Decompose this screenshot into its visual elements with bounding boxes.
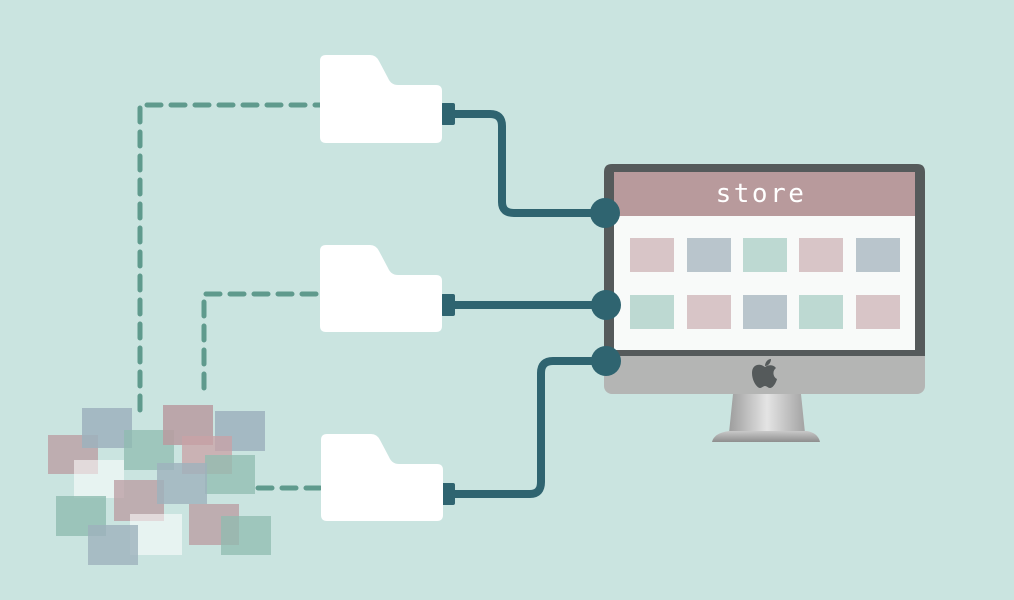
connectors <box>441 110 604 498</box>
apple-logo-icon <box>752 359 777 388</box>
product-tile <box>743 238 787 272</box>
dashed-links <box>137 102 323 491</box>
product-tile <box>743 295 787 329</box>
product-tile <box>687 295 731 329</box>
connector-top <box>441 110 604 217</box>
folders <box>320 55 443 521</box>
product-tile <box>856 238 900 272</box>
folder-icon <box>320 55 442 143</box>
dashed-link-top <box>137 102 323 413</box>
port-top <box>590 198 620 228</box>
connector-plugs <box>441 103 455 505</box>
monitor-base <box>712 431 820 442</box>
connector-ports <box>590 198 621 376</box>
folder-icon <box>321 434 443 521</box>
store-title: store <box>716 179 807 209</box>
connector-bottom <box>441 357 604 498</box>
product-tile <box>799 295 843 329</box>
dashed-link-middle <box>201 291 323 391</box>
product-tile <box>799 238 843 272</box>
product-tile <box>630 238 674 272</box>
product-tile <box>856 295 900 329</box>
port-bottom <box>591 346 621 376</box>
monitor-stand <box>729 394 805 433</box>
store-header-bar <box>614 172 915 216</box>
folder-icon <box>320 245 442 332</box>
product-tile <box>687 238 731 272</box>
imac-computer-icon: store <box>604 164 925 442</box>
product-tile <box>630 295 674 329</box>
scattered-files-icon <box>48 405 271 565</box>
port-middle <box>591 290 621 320</box>
product-grid <box>630 238 900 329</box>
